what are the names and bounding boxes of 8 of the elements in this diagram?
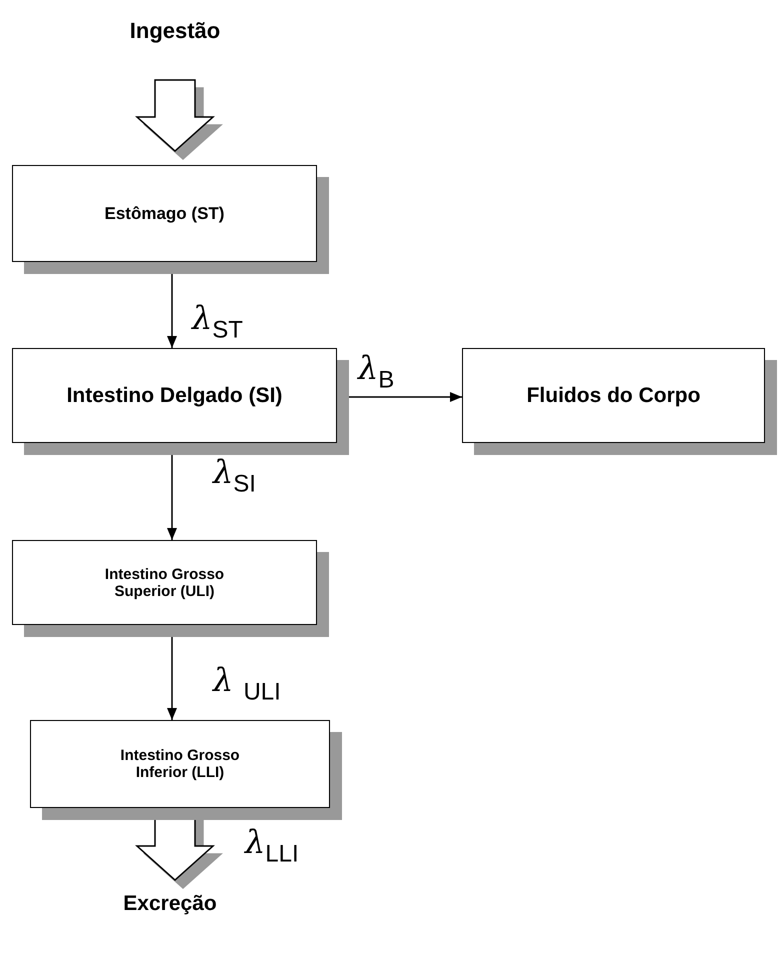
compartment-label: Intestino Grosso Inferior (LLI) <box>119 747 241 781</box>
compartment-label: Intestino Delgado (SI) <box>66 384 282 408</box>
compartment-label: Intestino Grosso Superior (ULI) <box>104 566 226 600</box>
compartment-label: Estômago (ST) <box>104 204 224 224</box>
block-arrow <box>135 79 215 152</box>
flow-label: Ingestão <box>130 18 220 44</box>
compartment-label: Fluidos do Corpo <box>526 384 700 408</box>
flow-label: Excreção <box>123 892 217 916</box>
